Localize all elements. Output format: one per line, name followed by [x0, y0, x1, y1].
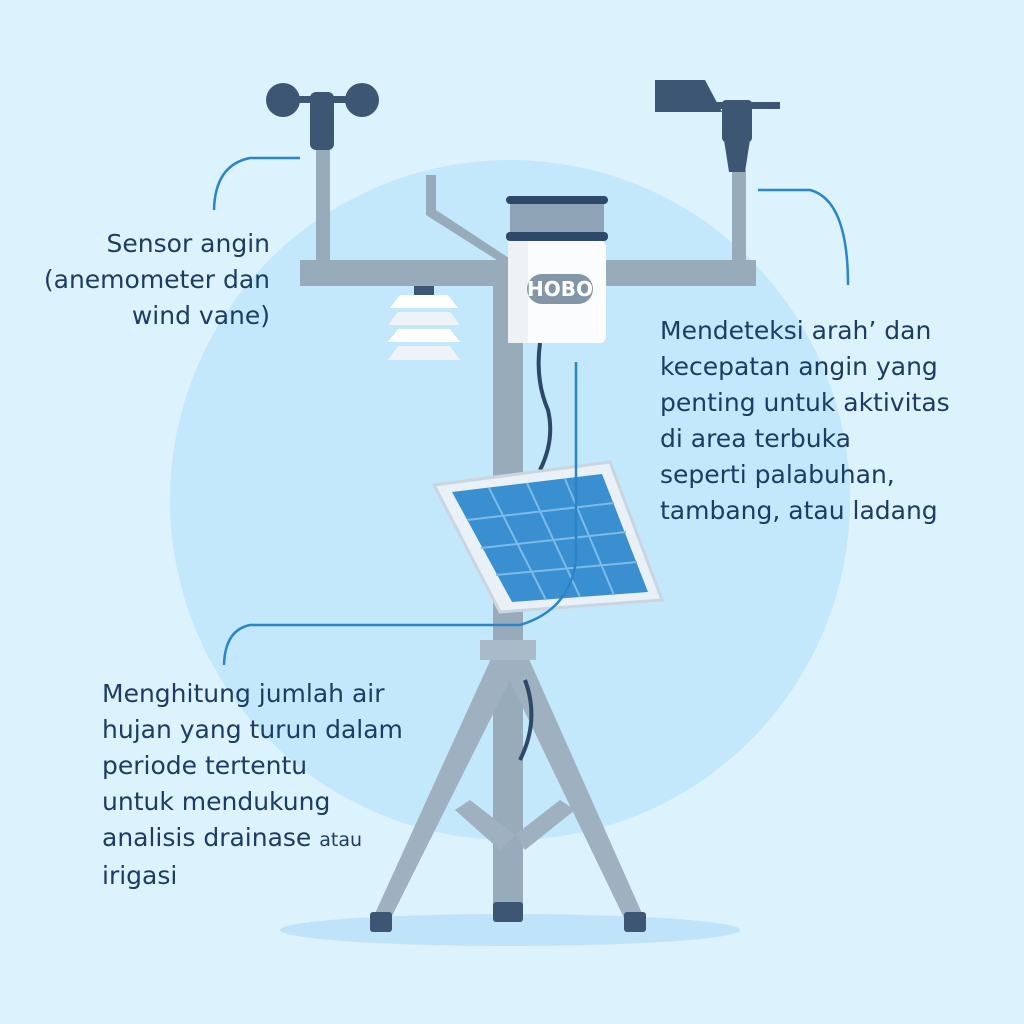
label-line: Menghitung jumlah air: [102, 679, 385, 708]
solar-panel: [431, 460, 665, 614]
label-line: (anemometer dan: [43, 265, 270, 294]
hobo-logo: HOBO: [527, 274, 593, 304]
label-line: penting untuk aktivitas: [660, 388, 950, 417]
label-line: wind vane): [131, 301, 270, 330]
label-line: tambang, atau ladang: [660, 496, 938, 525]
radiation-shield: [388, 286, 460, 360]
wind-vane: [655, 80, 780, 172]
label-line: analisis drainase: [102, 823, 312, 852]
wind-sensor-label: Sensor angin (anemometer dan wind vane): [30, 226, 270, 334]
label-line: Mendeteksi arah’ dan: [660, 316, 932, 345]
wind-description-label: Mendeteksi arah’ dan kecepatan angin yan…: [660, 313, 1000, 529]
crossarm: [300, 140, 756, 286]
label-line: irigasi: [102, 861, 178, 890]
label-line: untuk mendukung: [102, 787, 331, 816]
logo-text: HOBO: [527, 277, 593, 301]
label-line: Sensor angin: [106, 229, 270, 258]
leader-lines: [212, 156, 850, 666]
label-line: periode tertentu: [102, 751, 308, 780]
anemometer: [266, 83, 379, 150]
rain-description-label: Menghitung jumlah air hujan yang turun d…: [102, 676, 442, 894]
label-line: kecepatan angin yang: [660, 352, 938, 381]
label-line: seperti palabuhan,: [660, 460, 895, 489]
label-line: hujan yang turun dalam: [102, 715, 403, 744]
label-tail: atau: [319, 829, 363, 851]
label-line: di area terbuka: [660, 424, 851, 453]
